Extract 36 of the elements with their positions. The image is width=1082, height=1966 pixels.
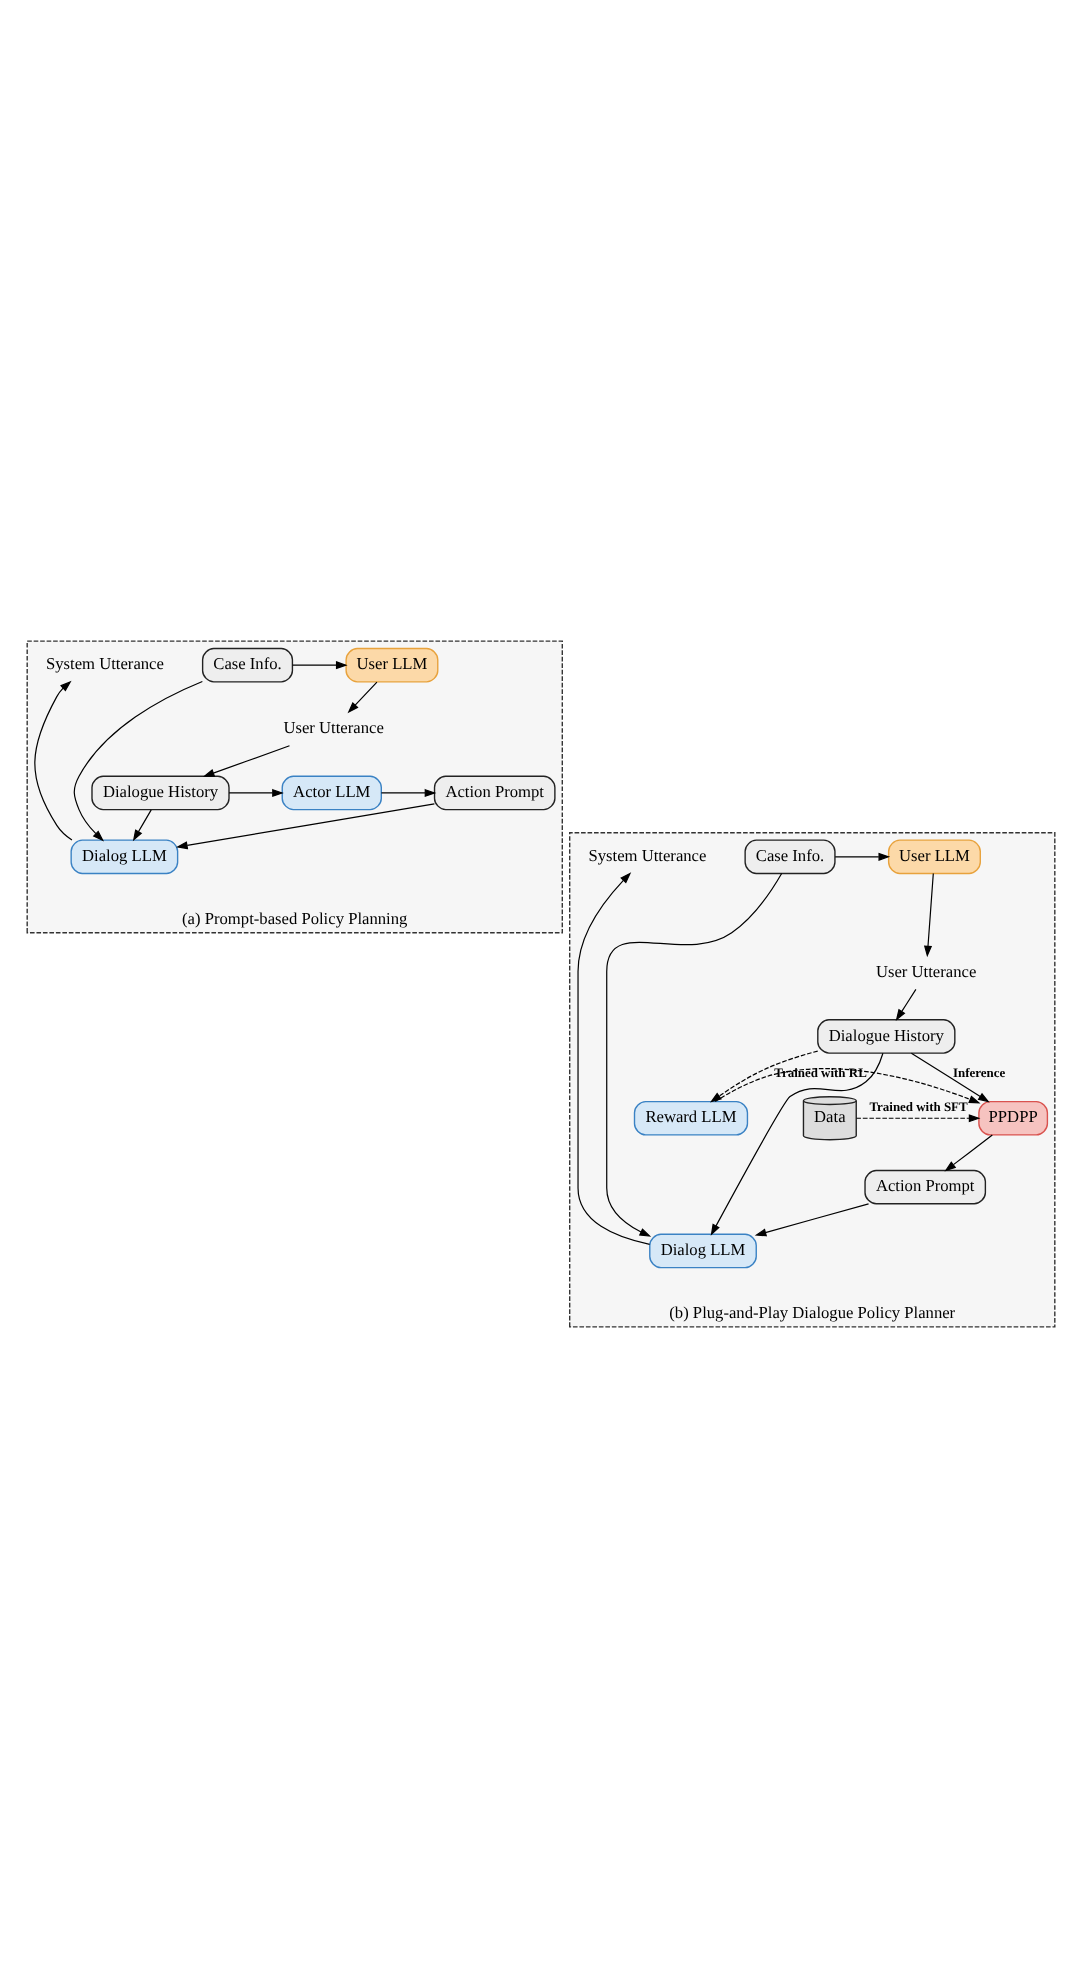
- arrow: [606, 871, 783, 1236]
- arrow: [34, 679, 73, 840]
- node-box: Actor LLM: [281, 774, 382, 810]
- node-box: Dialogue History: [817, 1018, 956, 1053]
- node-box: PPDPP: [978, 1099, 1049, 1135]
- node-box: Dialogue History: [91, 774, 230, 810]
- node-text: System Utterance: [45, 654, 164, 673]
- node-box: User LLM: [345, 646, 439, 682]
- arrow: [923, 872, 934, 957]
- node-text: User Utterance: [875, 961, 977, 980]
- arrow: [944, 1133, 993, 1171]
- arrow: [202, 744, 291, 776]
- arrow: [577, 871, 651, 1244]
- node-text: User Utterance: [283, 718, 384, 737]
- arrow: [228, 787, 284, 797]
- arrow: [73, 679, 203, 841]
- arrow: [754, 1202, 870, 1236]
- arrow: [347, 680, 378, 713]
- arrow: [855, 1113, 981, 1122]
- arrow: [132, 808, 152, 841]
- node-box: Dialog LLM: [70, 838, 179, 874]
- node-box: Case Info.: [201, 646, 294, 682]
- node-box: Action Prompt: [433, 774, 556, 810]
- arrow: [380, 787, 437, 797]
- node-box: Reward LLM: [633, 1099, 749, 1135]
- node-box: Dialog LLM: [649, 1232, 757, 1268]
- arrow: [895, 987, 917, 1020]
- node-box: Action Prompt: [864, 1168, 987, 1204]
- node-text: System Utterance: [588, 845, 707, 864]
- arrow: [292, 660, 348, 669]
- arrow: [175, 802, 435, 849]
- node-box: Case Info.: [744, 838, 836, 874]
- arrow: [714, 1067, 981, 1103]
- node-box: User LLM: [887, 838, 981, 874]
- arrow: [910, 1051, 990, 1102]
- arrow: [834, 851, 891, 860]
